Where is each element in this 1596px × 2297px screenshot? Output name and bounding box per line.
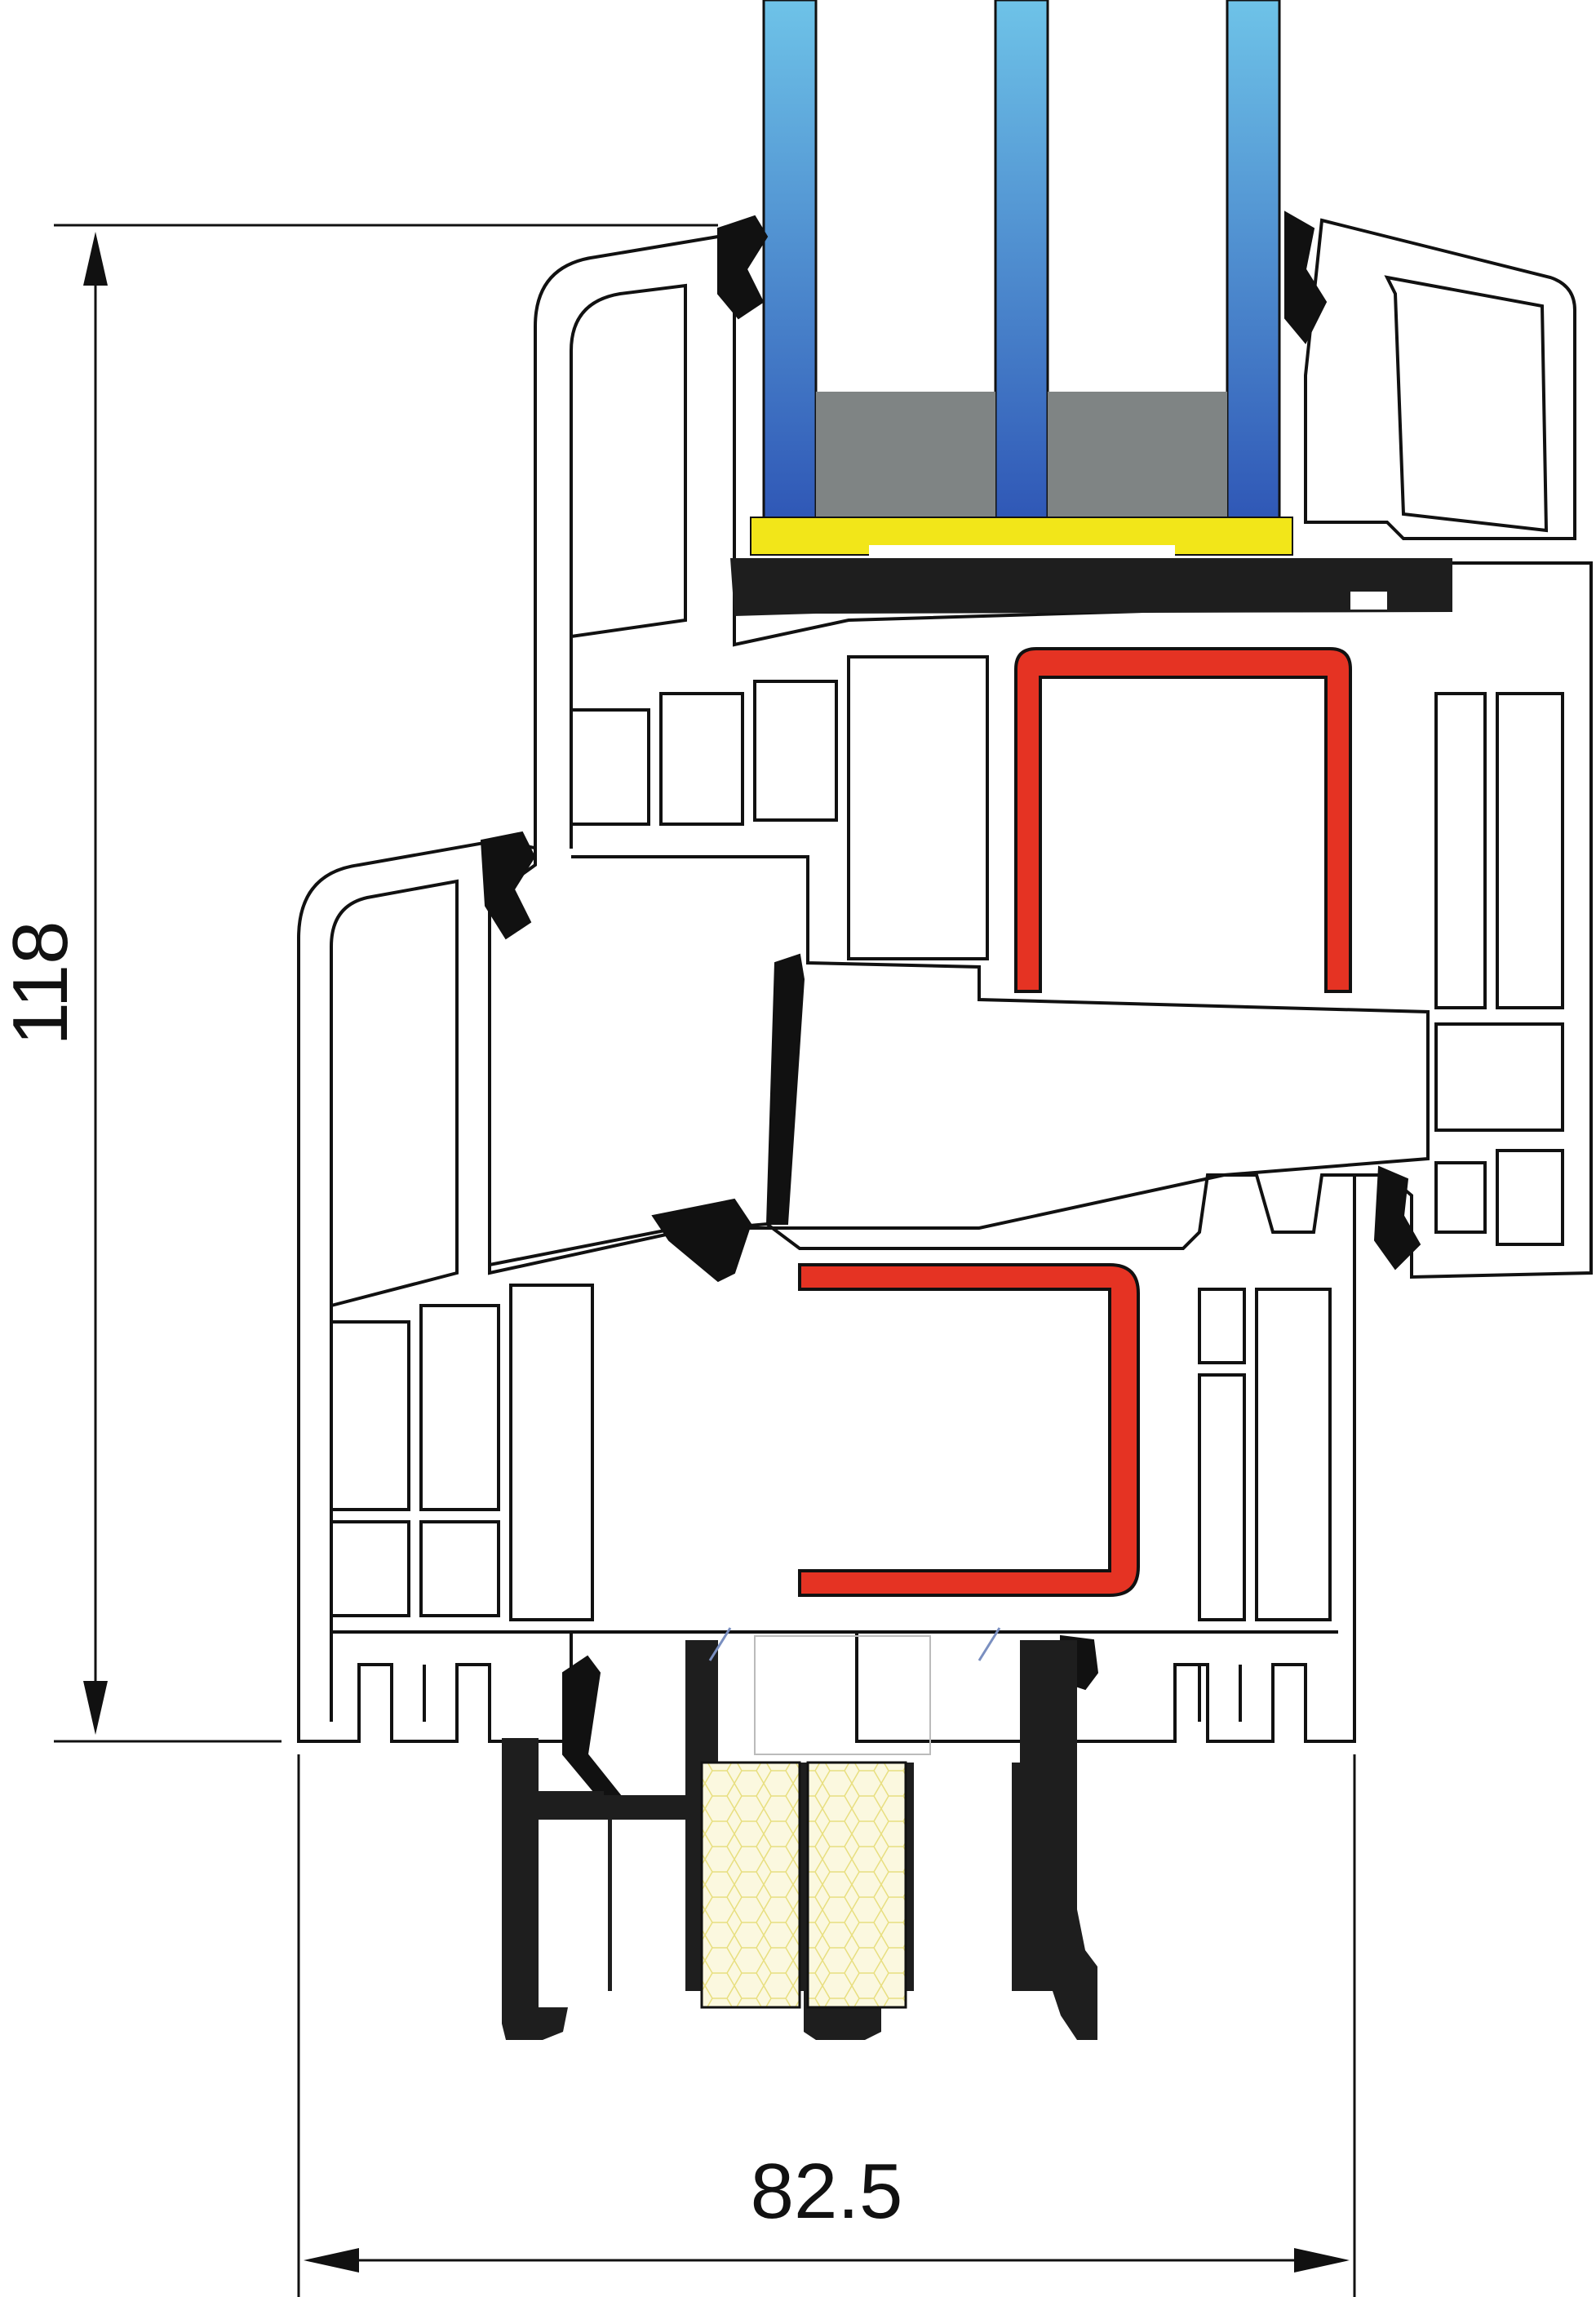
spacer xyxy=(816,392,1227,521)
insulation-core xyxy=(700,1761,907,2009)
arrow-left-icon xyxy=(304,2248,359,2273)
width-dimension xyxy=(297,1754,1356,2297)
sill-ghost-outline xyxy=(754,1635,931,1755)
arrow-up-icon xyxy=(83,232,108,286)
glass-pane xyxy=(762,0,1281,522)
glazing-bead xyxy=(1304,218,1576,540)
height-dimension xyxy=(54,224,718,1743)
steel-reinforcement xyxy=(798,647,1352,1597)
width-dimension-label: 82.5 xyxy=(751,2148,903,2235)
drainage-clips xyxy=(708,1627,1001,1661)
seal-gasket xyxy=(480,211,1421,1805)
glazing-support xyxy=(730,558,1452,616)
arrow-down-icon xyxy=(83,1681,108,1735)
arrow-right-icon xyxy=(1294,2248,1350,2273)
height-dimension-label: 118 xyxy=(0,920,84,1045)
